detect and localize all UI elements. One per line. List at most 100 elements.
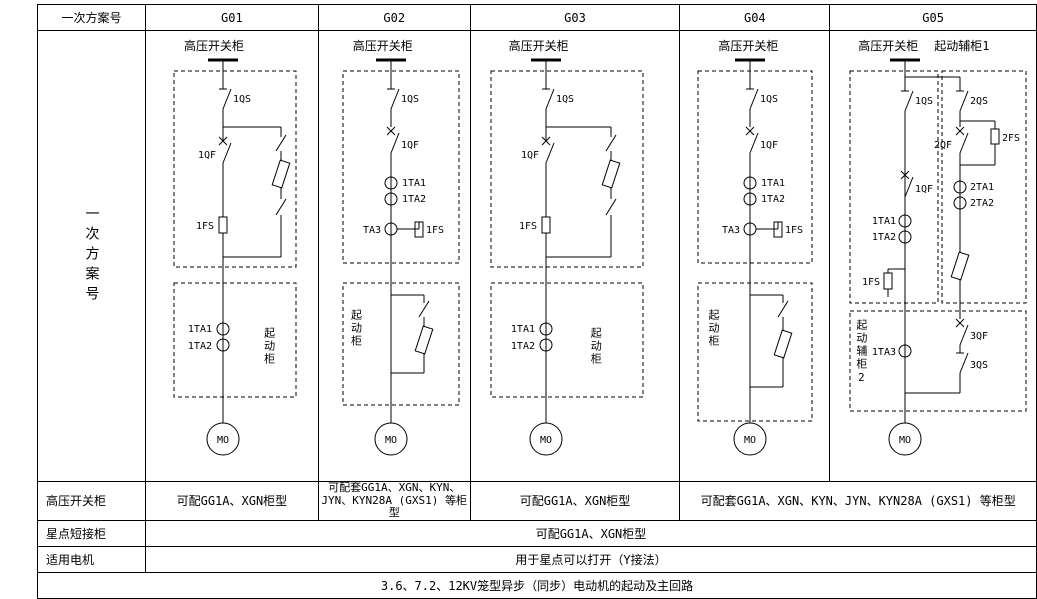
- label-1qs: 1QS: [556, 94, 574, 105]
- label-1qf: 1QF: [760, 140, 778, 151]
- label-1qs: 1QS: [401, 94, 419, 105]
- application-value: 3.6、7.2、12KV笼型异步（同步）电动机的起动及主回路: [37, 571, 1037, 599]
- label-1qf: 1QF: [915, 184, 933, 195]
- fuse-1fs: [756, 221, 783, 238]
- label-1qf: 1QF: [521, 150, 539, 161]
- fuse-1fs: [883, 268, 906, 297]
- label-motor: MO: [217, 435, 229, 446]
- current-transformer-1ta3: [898, 344, 912, 358]
- motor-symbol: [529, 422, 563, 456]
- current-transformers-1ta: [539, 322, 553, 352]
- switchgear-cabinet-box: [697, 70, 813, 264]
- g05-aux-cabinet2-label: 起动辅柜2: [854, 319, 868, 386]
- disconnect-switch-2qs: [956, 85, 969, 127]
- label-motor: MO: [385, 435, 397, 446]
- current-transformers-1ta: [384, 176, 398, 206]
- motor-symbol: [888, 422, 922, 456]
- g03-cabinet-title: 高压开关柜: [508, 39, 569, 53]
- motor-type-row: 适用电机 用于星点可以打开（Y接法）: [37, 545, 1037, 573]
- aux-cabinet1-box: [941, 70, 1027, 304]
- label-1ta2: 1TA2: [188, 341, 212, 352]
- g05-circuit: 1QS 2QS 2FS: [849, 58, 1027, 456]
- switchgear-cabinet-box: [849, 70, 939, 304]
- side-label-cell: 一次方案号: [37, 30, 146, 482]
- g04-circuit: 1QS 1QF 1TA1 1TA2: [697, 58, 813, 456]
- label-2qs: 2QS: [970, 96, 988, 107]
- disconnect-switch-1qs: [901, 77, 914, 423]
- label-1fs: 1FS: [862, 277, 880, 288]
- aux-cabinet2-box: [849, 310, 1027, 412]
- label-1qs: 1QS: [760, 94, 778, 105]
- incoming-terminal: [530, 58, 561, 83]
- breaker-1qf: [541, 127, 555, 217]
- diagram-row: 一次方案号 高压开关柜 1QS: [37, 30, 1037, 482]
- motor-type-row-label: 适用电机: [37, 545, 146, 573]
- disconnect-switch-1qs: [541, 83, 555, 127]
- starting-resistor-branch: [545, 127, 621, 258]
- star-point-row: 星点短接柜 可配GG1A、XGN柜型: [37, 519, 1037, 547]
- disconnect-switch-3qs: [905, 352, 969, 394]
- switchgear-g02: 可配套GG1A、XGN、KYN、JYN、KYN28A (GXS1) 等柜型: [317, 481, 471, 521]
- g01-circuit: 1QS 1QF 1FS: [173, 58, 297, 456]
- switchgear-cabinet-box: [342, 70, 460, 264]
- switchgear-cabinet-box: [490, 70, 644, 268]
- fuse-2fs-branch: [960, 120, 1000, 166]
- label-2ta2: 2TA2: [970, 198, 994, 209]
- g03-start-cabinet-label: 起动柜: [589, 327, 603, 366]
- starting-resistor-branch: [750, 294, 793, 388]
- scheme-g05-diagram: 高压开关柜 起动辅柜1: [829, 30, 1037, 482]
- g01-cabinet-title: 高压开关柜: [183, 39, 244, 53]
- switchgear-cabinet-box: [173, 70, 297, 268]
- switchgear-g03: 可配GG1A、XGN柜型: [469, 481, 681, 521]
- scheme-g01-diagram: 高压开关柜 1QS: [144, 30, 319, 482]
- disconnect-switch-1qs: [746, 83, 759, 127]
- col-header-g02: G02: [317, 4, 471, 31]
- g02-circuit: 1QS 1QF 1TA1 1TA2: [342, 58, 460, 456]
- label-3qf: 3QF: [970, 331, 988, 342]
- switchgear-row: 高压开关柜 可配GG1A、XGN柜型 可配套GG1A、XGN、KYN、JYN、K…: [37, 481, 1037, 521]
- disconnect-switch-1qs: [218, 83, 232, 127]
- label-1fs: 1FS: [519, 221, 537, 232]
- disconnect-switch-1qs: [386, 83, 400, 127]
- header-row: 一次方案号 G01 G02 G03 G04 G05: [37, 4, 1037, 31]
- current-transformers-1ta: [898, 214, 912, 244]
- switchgear-g04-g05: 可配套GG1A、XGN、KYN、JYN、KYN28A (GXS1) 等柜型: [679, 481, 1037, 521]
- label-1fs: 1FS: [785, 225, 803, 236]
- label-3qs: 3QS: [970, 360, 988, 371]
- label-2qf: 2QF: [934, 140, 952, 151]
- header-row-label: 一次方案号: [37, 4, 146, 31]
- starting-resistor-branch: [390, 294, 434, 374]
- incoming-terminal: [890, 58, 961, 85]
- col-header-g04: G04: [679, 4, 831, 31]
- breaker-3qf: [955, 318, 969, 353]
- label-1qs: 1QS: [233, 94, 251, 105]
- label-1ta1: 1TA1: [188, 324, 212, 335]
- starting-cabinet-box: [490, 282, 644, 398]
- breaker-1qf: [746, 126, 759, 423]
- fuse-1fs: [396, 221, 424, 238]
- scheme-table: 一次方案号 G01 G02 G03 G04 G05 一次方案号 高压开关柜: [37, 4, 1037, 599]
- label-1ta2: 1TA2: [402, 194, 426, 205]
- label-2ta1: 2TA1: [970, 182, 994, 193]
- label-1qf: 1QF: [401, 140, 419, 151]
- g05-cabinet-title: 高压开关柜: [858, 39, 919, 53]
- breaker-1qf: [900, 170, 914, 198]
- g03-circuit: 1QS 1QF 1FS: [490, 58, 644, 456]
- col-header-g03: G03: [469, 4, 681, 31]
- label-1ta3: 1TA3: [872, 347, 896, 358]
- col-header-g05: G05: [829, 4, 1037, 31]
- label-ta3: TA3: [363, 225, 381, 236]
- label-2fs: 2FS: [1002, 133, 1020, 144]
- g01-start-cabinet-label: 起动柜: [262, 327, 276, 366]
- label-ta3: TA3: [722, 225, 740, 236]
- current-transformers-2ta: [953, 180, 967, 210]
- g02-cabinet-title: 高压开关柜: [352, 39, 413, 53]
- application-row: 3.6、7.2、12KV笼型异步（同步）电动机的起动及主回路: [37, 571, 1037, 599]
- current-transformers-1ta: [743, 176, 757, 206]
- label-motor: MO: [540, 435, 552, 446]
- motor-symbol: [206, 422, 240, 456]
- motor-symbol: [733, 422, 767, 456]
- star-point-value: 可配GG1A、XGN柜型: [144, 519, 1037, 547]
- label-motor: MO: [744, 435, 756, 446]
- label-1ta1: 1TA1: [761, 178, 785, 189]
